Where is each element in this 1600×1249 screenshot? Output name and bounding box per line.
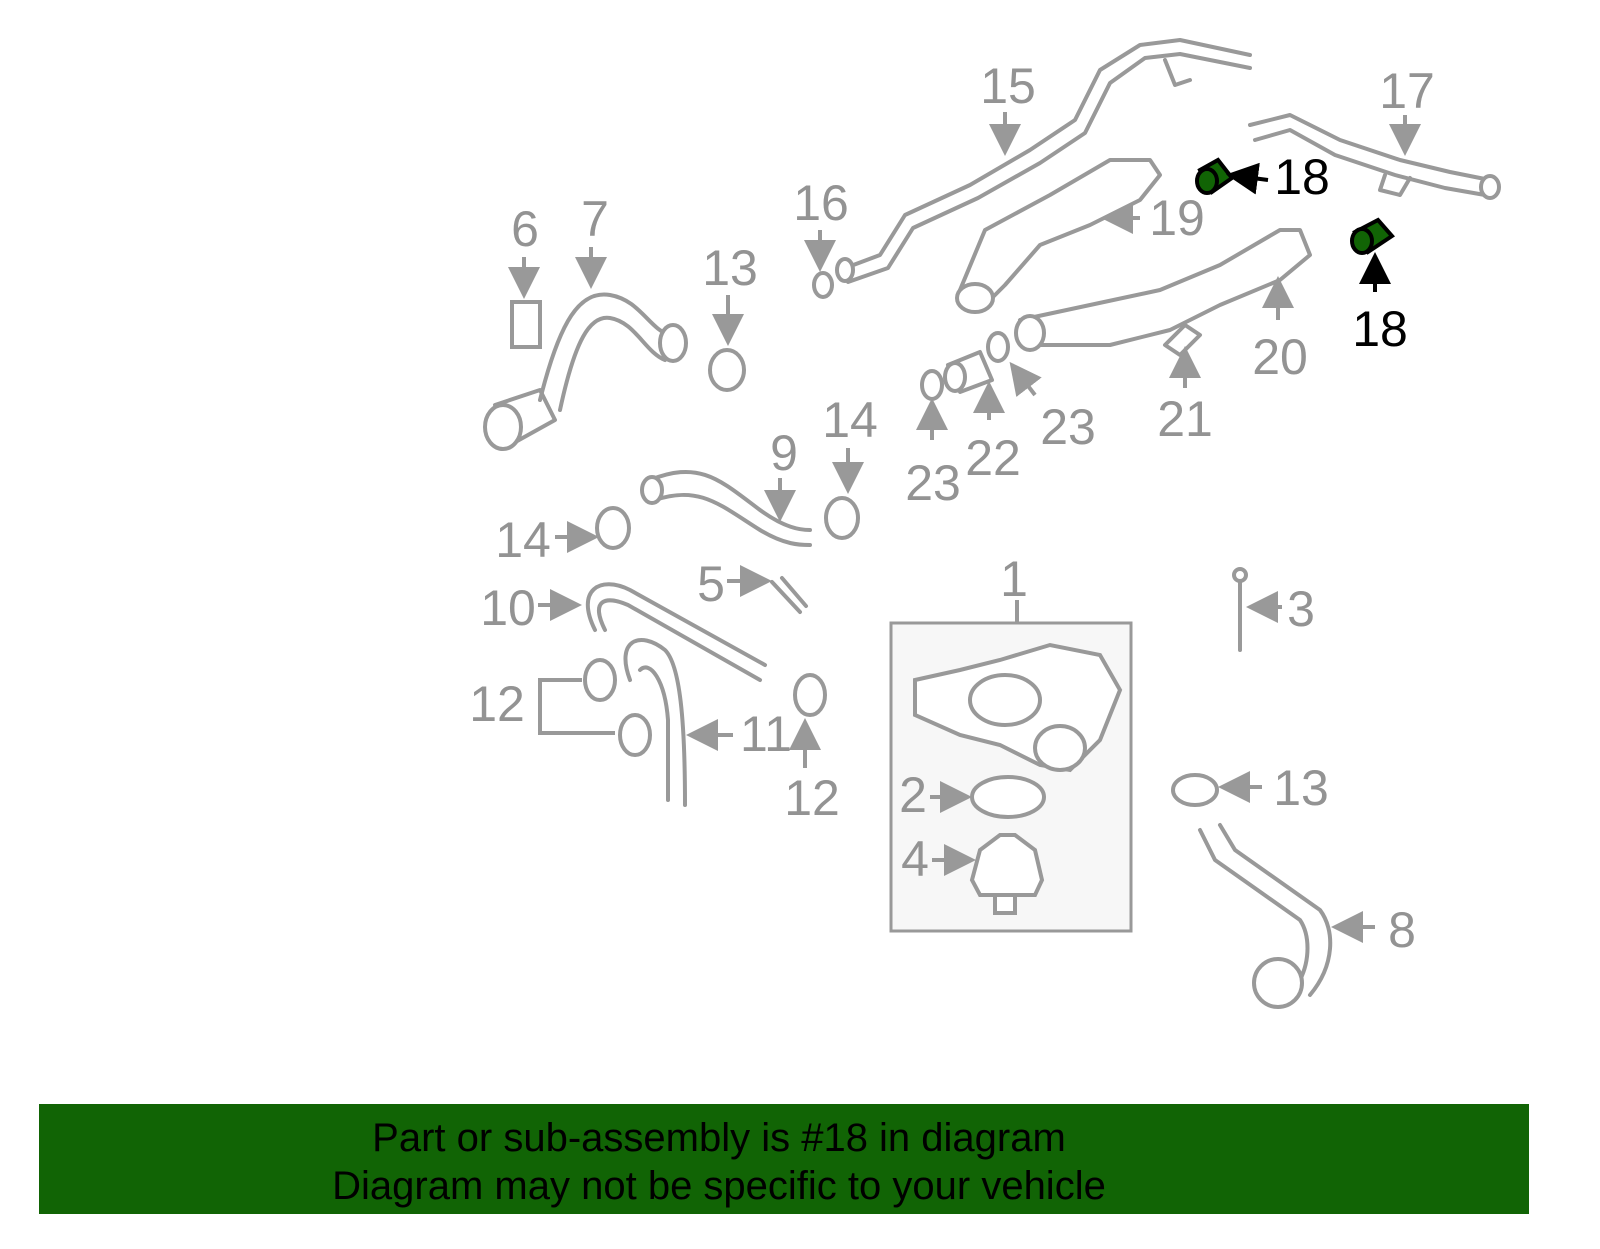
part-1-thermostat-housing (913, 642, 1123, 773)
callout-1: 1 (1000, 551, 1028, 607)
callout-19: 19 (1149, 190, 1205, 246)
notice-banner: Part or sub-assembly is #18 in diagram D… (39, 1104, 1529, 1214)
part-22-23-seals (920, 331, 1010, 401)
callout-8: 8 (1388, 902, 1416, 958)
part-20-pipe (1014, 228, 1312, 352)
callout-12: 12 (469, 676, 525, 732)
part-8-hose-end (1252, 957, 1304, 1009)
notice-line-part: Part or sub-assembly is #18 in diagram (372, 1116, 1066, 1160)
part-6-7-sensor-hose (483, 292, 688, 451)
part-14-clamp (824, 496, 860, 540)
callout-16: 16 (793, 175, 849, 231)
callout-22: 22 (965, 430, 1021, 486)
callout-12: 12 (784, 770, 840, 826)
callout-2: 2 (899, 767, 927, 823)
callout-11: 11 (740, 706, 792, 762)
part-17-coolant-pipe (1248, 113, 1501, 200)
leader-arrows (508, 112, 1421, 943)
callout-5: 5 (697, 556, 725, 612)
callout-18-highlighted: 18 (1352, 301, 1408, 357)
callout-14: 14 (495, 512, 551, 568)
part-2-gasket (970, 775, 1046, 819)
part-9-hose-end (640, 475, 664, 505)
part-14-clamp (595, 506, 631, 550)
callout-20: 20 (1252, 329, 1308, 385)
callout-23: 23 (1040, 399, 1096, 455)
part-9-hose (648, 470, 812, 547)
callout-10: 10 (480, 580, 536, 636)
part-18-highlighted (1195, 157, 1396, 255)
part-19-flange (955, 158, 1162, 314)
part-15-coolant-pipe (835, 38, 1252, 284)
callout-23: 23 (905, 455, 961, 511)
part-4-thermostat (969, 833, 1045, 915)
part-12-clamp (583, 658, 617, 702)
part-8-hose (1198, 823, 1333, 997)
part-13-clamp (1171, 773, 1219, 807)
callout-21: 21 (1157, 391, 1213, 447)
part-12-clamp (618, 713, 652, 757)
callout-15: 15 (980, 58, 1036, 114)
callout-9: 9 (770, 425, 798, 481)
callout-17: 17 (1379, 63, 1435, 119)
part-5-valve (770, 576, 808, 614)
part-10-hose (585, 582, 767, 682)
callout-18-highlighted: 18 (1274, 149, 1330, 205)
part-13-clamp (708, 348, 746, 392)
part-11-hose (623, 638, 687, 807)
callout-13: 13 (1273, 760, 1329, 816)
callout-13: 13 (702, 240, 758, 296)
callout-7: 7 (581, 191, 609, 247)
part-16-seal (812, 271, 834, 299)
notice-line-disclaimer: Diagram may not be specific to your vehi… (332, 1164, 1106, 1208)
callout-4: 4 (901, 831, 929, 887)
callout-14: 14 (822, 392, 878, 448)
callout-6: 6 (511, 201, 539, 257)
part-12-clamp (793, 673, 827, 717)
callout-3: 3 (1287, 581, 1315, 637)
